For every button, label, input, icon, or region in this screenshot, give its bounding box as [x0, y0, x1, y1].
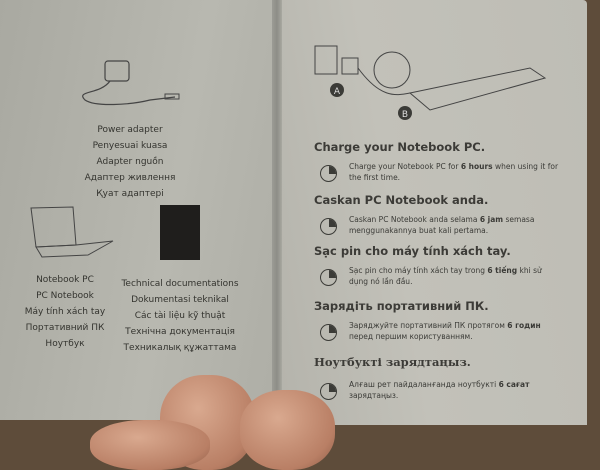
section-text-ms: Caskan PC Notebook anda selama 6 jam sem…: [349, 215, 535, 235]
adapter-label-en: Power adapter: [97, 125, 163, 135]
notebook-label-vi: Máy tính xách tay: [24, 307, 106, 317]
section-heading-vi: Sạc pin cho máy tính xách tay.: [314, 244, 511, 258]
notebook-label-uk: Портативний ПК: [25, 323, 105, 333]
clock-icon: [320, 269, 337, 286]
booklet-spine: [272, 0, 282, 425]
section-text-kk: Алғаш рет пайдаланғанда ноутбукті 6 саға…: [349, 380, 530, 400]
charging-diagram: A B: [314, 45, 547, 120]
section-heading-kk: Ноутбукті зарядтаңыз.: [314, 355, 471, 369]
clock-icon: [320, 383, 337, 400]
clock-icon: [320, 218, 337, 235]
clock-icon: [320, 324, 337, 341]
power-adapter-illustration: [82, 60, 180, 106]
section-heading-uk: Зарядіть портативний ПК.: [314, 299, 489, 313]
finger: [90, 420, 210, 470]
notebook-illustration: [30, 206, 114, 258]
doc-label-kk: Техникалық құжаттама: [123, 343, 237, 353]
section-text-vi: Sạc pin cho máy tính xách tay trong 6 ti…: [349, 266, 542, 286]
right-page: [277, 0, 587, 425]
clock-icon: [320, 165, 337, 182]
diagram-label-a: A: [334, 87, 341, 97]
section-heading-en: Charge your Notebook PC.: [314, 140, 486, 154]
doc-label-vi: Các tài liệu kỹ thuật: [134, 311, 226, 321]
notebook-label-en: Notebook PC: [36, 275, 94, 285]
notebook-label-kk: Ноутбук: [45, 339, 85, 349]
adapter-label-ms: Penyesuai kuasa: [92, 141, 168, 151]
technical-documentation-booklet: [160, 205, 200, 260]
adapter-label-vi: Adapter nguồn: [96, 157, 164, 167]
section-text-en: Charge your Notebook PC for 6 hours when…: [349, 162, 559, 182]
left-page: Power adapter Penyesuai kuasa Adapter ng…: [0, 0, 277, 420]
adapter-label-uk: Адаптер живлення: [84, 173, 176, 183]
adapter-label-kk: Қуат адаптері: [96, 189, 164, 199]
section-heading-ms: Caskan PC Notebook anda.: [314, 193, 489, 207]
section-text-uk: Заряджуйте портативний ПК протягом 6 год…: [349, 321, 541, 341]
finger: [240, 390, 335, 470]
doc-label-en: Technical documentations: [121, 279, 239, 289]
doc-label-uk: Технічна документація: [125, 327, 235, 337]
diagram-label-b: B: [402, 110, 408, 120]
doc-label-ms: Dokumentasi teknikal: [131, 295, 229, 305]
notebook-label-ms: PC Notebook: [36, 291, 94, 301]
